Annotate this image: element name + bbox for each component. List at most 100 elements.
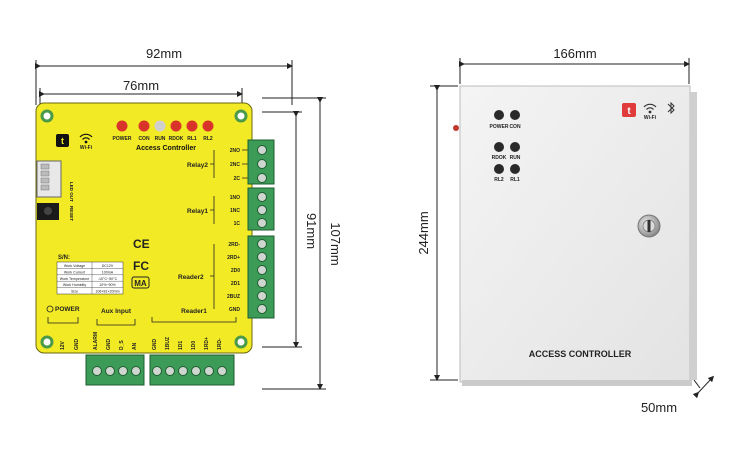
brand-logo-letter: t bbox=[61, 136, 64, 146]
reader2-pin: 2BUZ bbox=[227, 294, 240, 300]
board-width-92-label: 92mm bbox=[146, 46, 182, 61]
aux-pin: ALARM bbox=[93, 332, 99, 350]
led-power-icon bbox=[116, 120, 128, 132]
led-con-icon bbox=[138, 120, 150, 132]
spec-value: 100mA bbox=[102, 270, 114, 274]
power-label: POWER bbox=[55, 306, 80, 313]
terminal-block-reader2 bbox=[247, 235, 275, 319]
bottom-wiring bbox=[47, 317, 237, 326]
box-wifi-icon bbox=[643, 103, 657, 114]
spec-name: Size bbox=[71, 290, 78, 294]
reader2-pin: 2D0 bbox=[231, 268, 240, 274]
reader2-pin: 2RD+ bbox=[227, 255, 240, 261]
relay2-pin: 2NO bbox=[230, 148, 240, 154]
terminal-block-reader1 bbox=[149, 354, 235, 386]
relay1-label: Relay1 bbox=[187, 208, 208, 215]
led-label-con: CON bbox=[138, 136, 150, 142]
spec-name: Work Temperature bbox=[60, 277, 89, 281]
led-label-run: RUN bbox=[155, 136, 166, 142]
relay2-pin: 2NC bbox=[230, 162, 240, 168]
spec-name: Work Voltage bbox=[64, 264, 85, 268]
ce-mark: CE bbox=[133, 237, 150, 251]
led-label-rdok: RDOK bbox=[169, 136, 184, 142]
led-rdok-icon bbox=[170, 120, 182, 132]
reader2-pin: 2RD- bbox=[228, 242, 240, 248]
aux-input-label: Aux Input bbox=[101, 308, 132, 315]
box-led-panel bbox=[494, 110, 520, 174]
aux-pin: GND bbox=[106, 339, 112, 351]
box-led-label: POWER bbox=[490, 124, 509, 130]
reader2-wiring bbox=[210, 244, 215, 309]
board-wifi-label: Wi-Fi bbox=[80, 145, 93, 151]
terminal-block-power-aux bbox=[85, 354, 145, 386]
box-led-label: RL2 bbox=[494, 177, 504, 183]
reset-button-icon bbox=[44, 207, 52, 215]
spec-table: Work Voltage DC12V Work Current 100mA Wo… bbox=[56, 261, 124, 295]
brand-logo-icon bbox=[56, 134, 69, 147]
led-rl2-icon bbox=[202, 120, 214, 132]
spec-value: 10%~90% bbox=[99, 283, 116, 287]
box-brand-logo-icon bbox=[622, 103, 636, 117]
enclosure-box bbox=[453, 85, 697, 386]
pcb-board: t Wi-Fi POWER CON RUN RDOK RL1 RL2 Acces… bbox=[35, 102, 253, 354]
reader1-pin: 1RD+ bbox=[204, 337, 210, 350]
spec-name: Work Current bbox=[64, 270, 85, 274]
wifi-icon bbox=[79, 133, 93, 144]
box-dimension-lines bbox=[430, 58, 715, 399]
spec-name: Work Humidity bbox=[63, 283, 86, 287]
spec-value: 106×81×20mm bbox=[95, 290, 119, 294]
terminal-block-relay2 bbox=[247, 139, 275, 185]
reader1-pin: 1BUZ bbox=[165, 337, 171, 350]
led-label-rl1: RL1 bbox=[187, 136, 197, 142]
reader1-pin: GND bbox=[152, 339, 158, 351]
relay2-label: Relay2 bbox=[187, 162, 208, 169]
terminal-block-relay1 bbox=[247, 187, 275, 231]
board-height-91-label: 91mm bbox=[304, 213, 319, 249]
led-label-rl2: RL2 bbox=[203, 136, 213, 142]
reset-label: RESET bbox=[69, 206, 74, 221]
led-rl1-icon bbox=[186, 120, 198, 132]
board-height-107-label: 107mm bbox=[328, 222, 343, 265]
box-led-label: CON bbox=[509, 124, 521, 130]
relay1-pin: 1NO bbox=[230, 195, 240, 201]
board-title: Access Controller bbox=[136, 145, 196, 152]
reader1-label: Reader1 bbox=[181, 308, 207, 315]
key-lock-icon bbox=[637, 214, 661, 238]
spec-value: DC12V bbox=[102, 264, 114, 268]
board-led-row bbox=[116, 120, 214, 132]
led-label-power: POWER bbox=[113, 136, 132, 142]
box-width-label: 166mm bbox=[553, 46, 596, 61]
reader2-pin: 2D1 bbox=[231, 281, 240, 287]
fc-mark: FC bbox=[133, 259, 149, 273]
mounting-holes bbox=[40, 109, 248, 349]
reader1-pin: 1D0 bbox=[191, 341, 197, 350]
reader1-pin: 1RD- bbox=[217, 338, 223, 350]
box-height-label: 244mm bbox=[416, 211, 431, 254]
ma-mark: MA bbox=[134, 279, 147, 288]
box-led-label: RUN bbox=[510, 155, 521, 161]
reader1-pin: 1D1 bbox=[178, 341, 184, 350]
sn-label: S/N: bbox=[58, 255, 70, 261]
box-led-label: RDOK bbox=[492, 155, 507, 161]
reader2-label: Reader2 bbox=[178, 274, 204, 281]
board-dimension-lines bbox=[35, 60, 326, 390]
box-title: ACCESS CONTROLLER bbox=[529, 349, 632, 359]
relay1-pin: 1C bbox=[234, 221, 241, 227]
power-symbol-icon bbox=[46, 305, 54, 313]
led-out-label: LED OUT bbox=[69, 182, 74, 202]
aux-pin: AN bbox=[132, 342, 138, 350]
relay2-wiring bbox=[210, 149, 248, 179]
reader2-pin: GND bbox=[229, 307, 241, 313]
power-pin: GND bbox=[74, 339, 80, 351]
led-run-icon bbox=[154, 120, 166, 132]
relay2-pin: 2C bbox=[234, 176, 241, 182]
box-brand-logo-letter: t bbox=[627, 106, 631, 117]
aux-pin: D_S bbox=[119, 340, 125, 350]
relay1-pin: 1NC bbox=[230, 208, 240, 214]
relay1-wiring bbox=[210, 196, 215, 224]
box-wifi-label: Wi-Fi bbox=[644, 115, 657, 121]
box-depth-label: 50mm bbox=[641, 400, 677, 415]
board-width-76-label: 76mm bbox=[123, 78, 159, 93]
power-pin: 12V bbox=[60, 340, 66, 350]
